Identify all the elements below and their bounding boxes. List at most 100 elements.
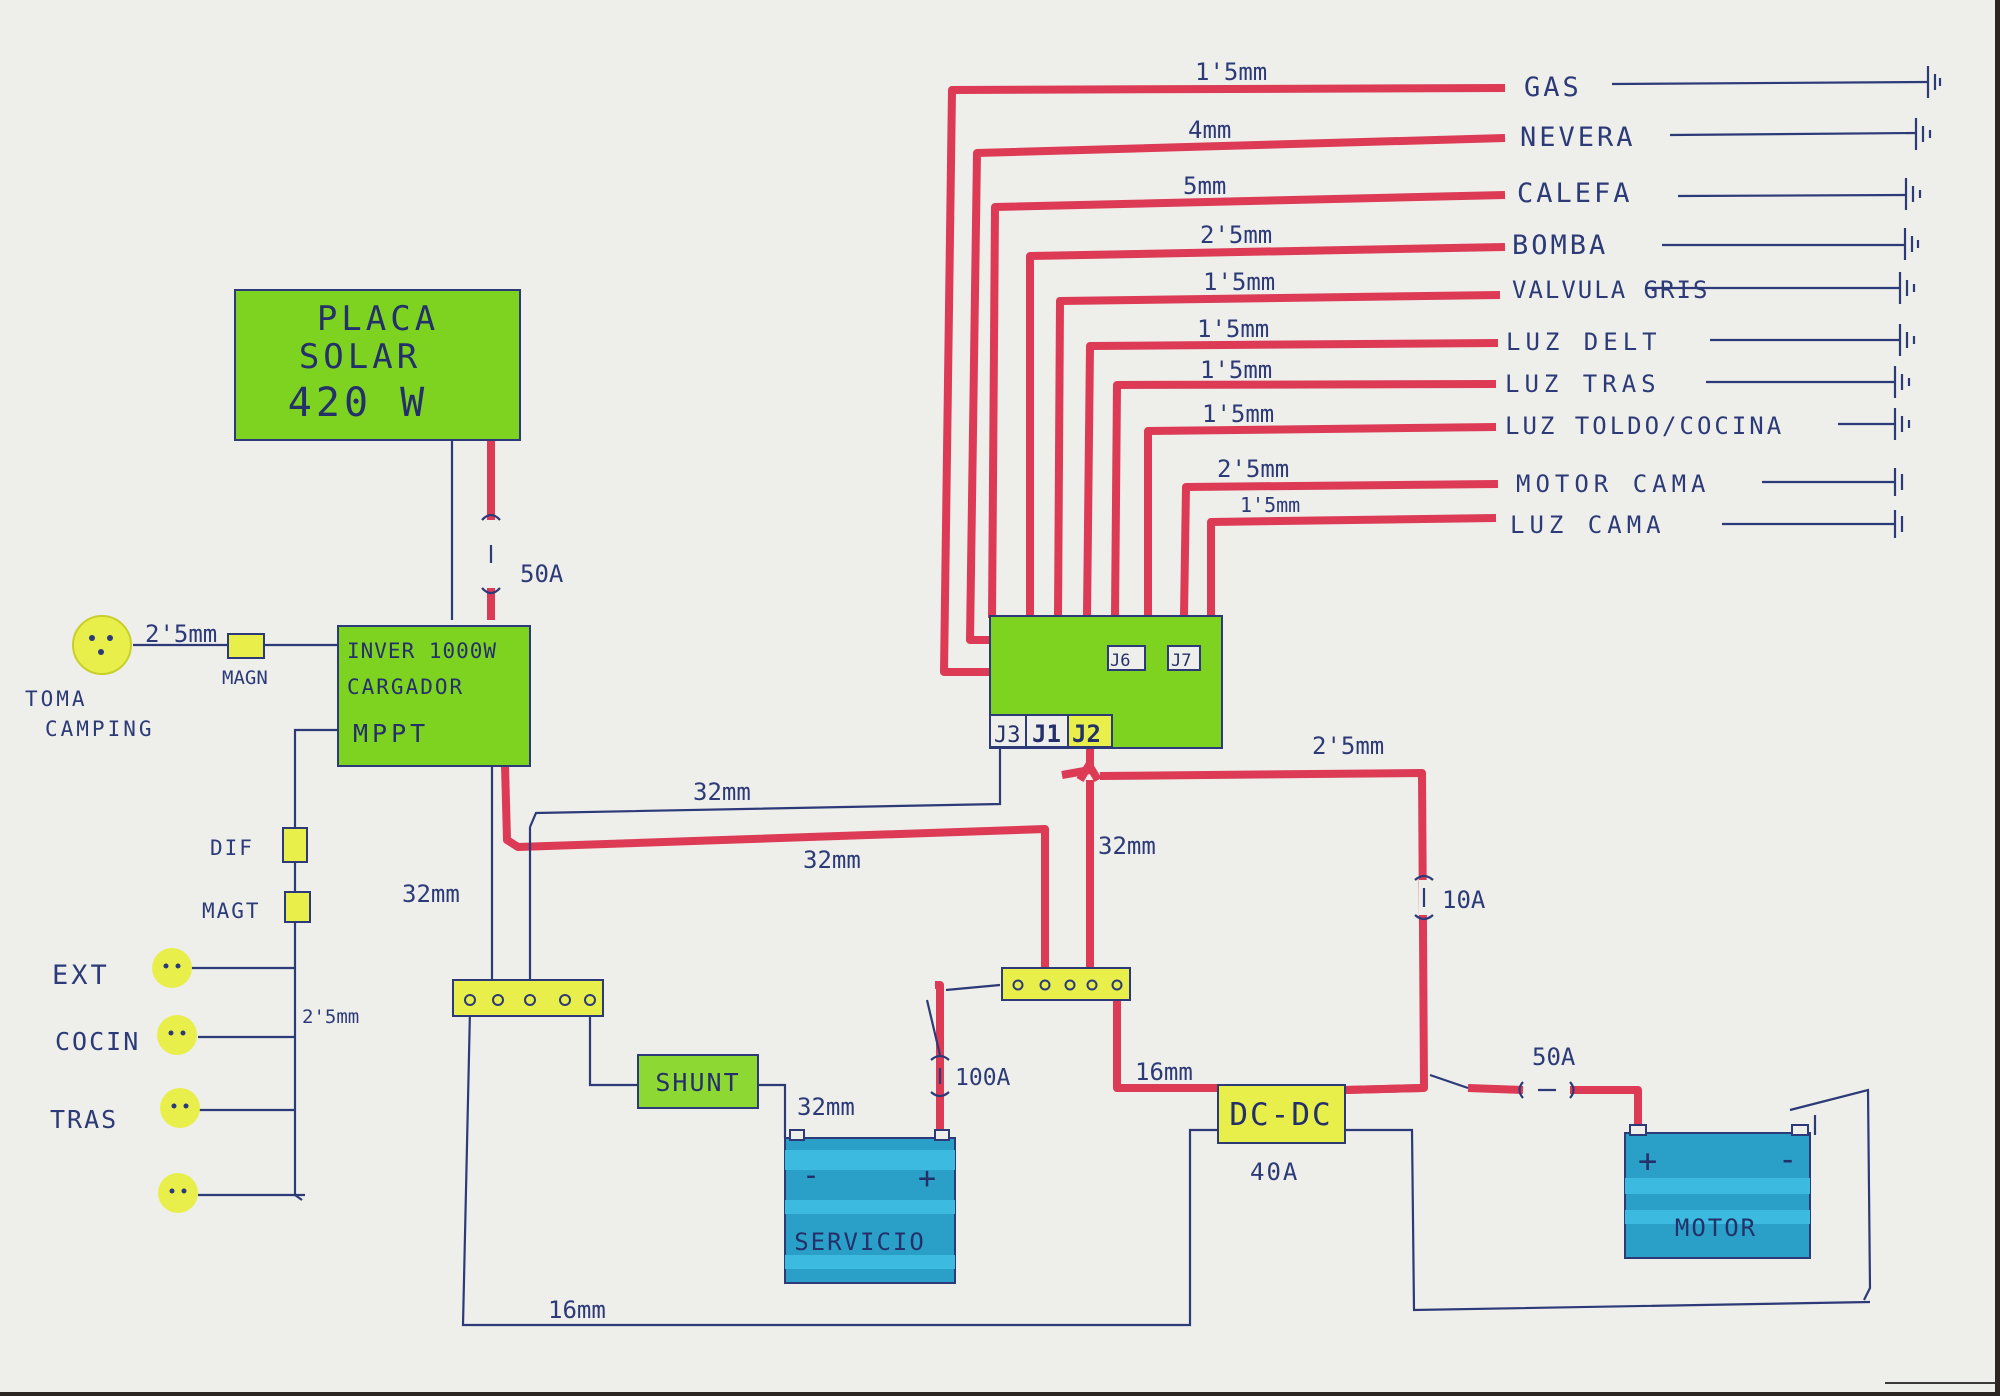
- dcdc-converter: DC-DC 40A: [1217, 1084, 1346, 1186]
- solar-panel-line-2: SOLAR: [299, 337, 421, 377]
- inverter-charger: INVER 1000W CARGADOR MPPT: [337, 625, 531, 767]
- ground-symbols: [1893, 66, 1942, 538]
- dcdc-label: DC-DC: [1229, 1097, 1332, 1133]
- outlets: EXT COCIN TRAS 2'5mm: [50, 948, 359, 1213]
- service-battery-label: SERVICIO: [794, 1228, 926, 1256]
- outlets-cable-size: 2'5mm: [302, 1006, 359, 1028]
- service-battery: - + SERVICIO: [784, 1129, 956, 1284]
- inverter-line-2: CARGADOR: [347, 675, 464, 699]
- ground-icon: [1893, 468, 1904, 496]
- cable-shunt-battery: 32mm: [797, 1093, 855, 1121]
- dif-label: DIF: [210, 836, 254, 860]
- motor-battery: + - MOTOR: [1624, 1124, 1811, 1259]
- outlet-tras: [160, 1088, 200, 1128]
- fuse-50a-label: 50A: [1532, 1043, 1576, 1071]
- fuse-10a: 10A: [1414, 874, 1486, 921]
- outlet-cocin: [157, 1015, 197, 1055]
- fuse-100a-label: 100A: [955, 1065, 1011, 1091]
- solar-panel-line-3: 420 W: [288, 380, 428, 426]
- ground-icon: [1904, 178, 1922, 210]
- cable-inv-busbar: 32mm: [803, 846, 861, 874]
- solar-fuse: 50A: [481, 513, 564, 595]
- busbar-left: [452, 979, 604, 1017]
- ground-icon: [1893, 510, 1904, 538]
- magn-label: MAGN: [222, 667, 268, 689]
- circuit-label: NEVERA: [1520, 122, 1636, 153]
- service-battery-minus: -: [802, 1158, 820, 1193]
- camping-label-1: TOMA: [25, 687, 88, 711]
- cable-fusebox-dcdc: 2'5mm: [1312, 732, 1384, 760]
- ground-icon: [1898, 324, 1916, 356]
- magt-breaker: [284, 891, 311, 923]
- outlet-tras-label: TRAS: [50, 1105, 118, 1134]
- circuit-label: VALVULA GRIS: [1512, 276, 1709, 304]
- red-wires: [487, 84, 1642, 1140]
- inverter-line-3: MPPT: [353, 719, 429, 748]
- ground-icon: [1926, 66, 1942, 98]
- camping-label-2: CAMPING: [45, 717, 155, 741]
- ground-icon: [1903, 228, 1920, 260]
- shunt-label: SHUNT: [655, 1068, 740, 1097]
- circuit-label: BOMBA: [1512, 230, 1608, 261]
- service-battery-plus: +: [918, 1161, 936, 1196]
- wire-size: 1'5mm: [1203, 268, 1275, 296]
- outlet-cocin-label: COCIN: [55, 1027, 140, 1056]
- wire-size: 1'5mm: [1200, 356, 1272, 384]
- outlet-ext: [152, 948, 192, 988]
- camping-outlet: 2'5mm MAGN TOMA CAMPING: [25, 615, 268, 741]
- fuse-10a-label: 10A: [1442, 886, 1486, 914]
- circuit-label: CALEFA: [1517, 178, 1633, 209]
- fusebox-j3: J3: [994, 723, 1021, 748]
- fusebox-j7: J7: [1171, 651, 1191, 671]
- motor-battery-plus: +: [1638, 1142, 1657, 1180]
- circuit-labels: GAS NEVERA CALEFA BOMBA VALVULA GRIS LUZ…: [1505, 72, 1781, 539]
- camping-cable-size: 2'5mm: [145, 620, 217, 648]
- circuit-label: LUZ CAMA: [1510, 511, 1666, 539]
- busbar-right: [1001, 967, 1131, 1001]
- wire-size: 2'5mm: [1217, 455, 1289, 483]
- cable-busbar-dcdc: 16mm: [1135, 1058, 1193, 1086]
- wire-size: 1'5mm: [1202, 400, 1274, 428]
- ground-icon: [1898, 272, 1916, 304]
- ground-icon: [1914, 118, 1932, 150]
- wire-size: 5mm: [1183, 172, 1226, 200]
- ground-icon: [1893, 408, 1911, 440]
- dif-breaker: [282, 827, 308, 863]
- circuit-label: GAS: [1524, 72, 1582, 103]
- fuse-50a: 50A: [1518, 1043, 1576, 1099]
- circuit-wire-sizes: 1'5mm 4mm 5mm 2'5mm 1'5mm 1'5mm 1'5mm 1'…: [1183, 58, 1300, 517]
- wire-size: 1'5mm: [1240, 493, 1300, 517]
- inverter-line-1: INVER 1000W: [347, 639, 497, 663]
- outlet-4: [158, 1173, 198, 1213]
- wire-size: 4mm: [1188, 116, 1231, 144]
- circuit-label: LUZ DELT: [1506, 328, 1662, 356]
- dcdc-rating: 40A: [1250, 1158, 1299, 1186]
- circuit-label: LUZ TRAS: [1505, 370, 1661, 398]
- solar-fuse-label: 50A: [520, 560, 564, 588]
- wire-size: 1'5mm: [1197, 315, 1269, 343]
- solar-panel-line-1: PLACA: [317, 299, 439, 339]
- motor-battery-label: MOTOR: [1675, 1214, 1757, 1242]
- fuse-box: J3 J1 J2 J6 J7: [989, 615, 1223, 749]
- wire-size: 1'5mm: [1195, 58, 1267, 86]
- fusebox-j1: J1: [1032, 720, 1061, 748]
- circuit-label: MOTOR CAMA: [1516, 470, 1711, 498]
- cable-sizes: 32mm 32mm 32mm 32mm 2'5mm 32mm 16mm 16mm: [402, 732, 1384, 1324]
- protection-breakers: DIF MAGT: [202, 827, 311, 923]
- fuse-100a: 100A: [930, 1054, 1011, 1098]
- motor-battery-minus: -: [1778, 1140, 1797, 1178]
- ink-wires: [133, 80, 1929, 1327]
- outlet-ext-label: EXT: [52, 960, 110, 991]
- cable-inv-down: 32mm: [402, 880, 460, 908]
- magn-breaker: [227, 633, 265, 659]
- wire-size: 2'5mm: [1200, 221, 1272, 249]
- ground-icon: [1893, 366, 1911, 398]
- cable-ground: 16mm: [548, 1296, 606, 1324]
- solar-panel: PLACA SOLAR 420 W: [234, 289, 521, 441]
- cable-inv-fusebox: 32mm: [693, 778, 751, 806]
- cable-fusebox-down: 32mm: [1098, 832, 1156, 860]
- fusebox-j6: J6: [1110, 651, 1130, 671]
- magt-label: MAGT: [202, 899, 261, 923]
